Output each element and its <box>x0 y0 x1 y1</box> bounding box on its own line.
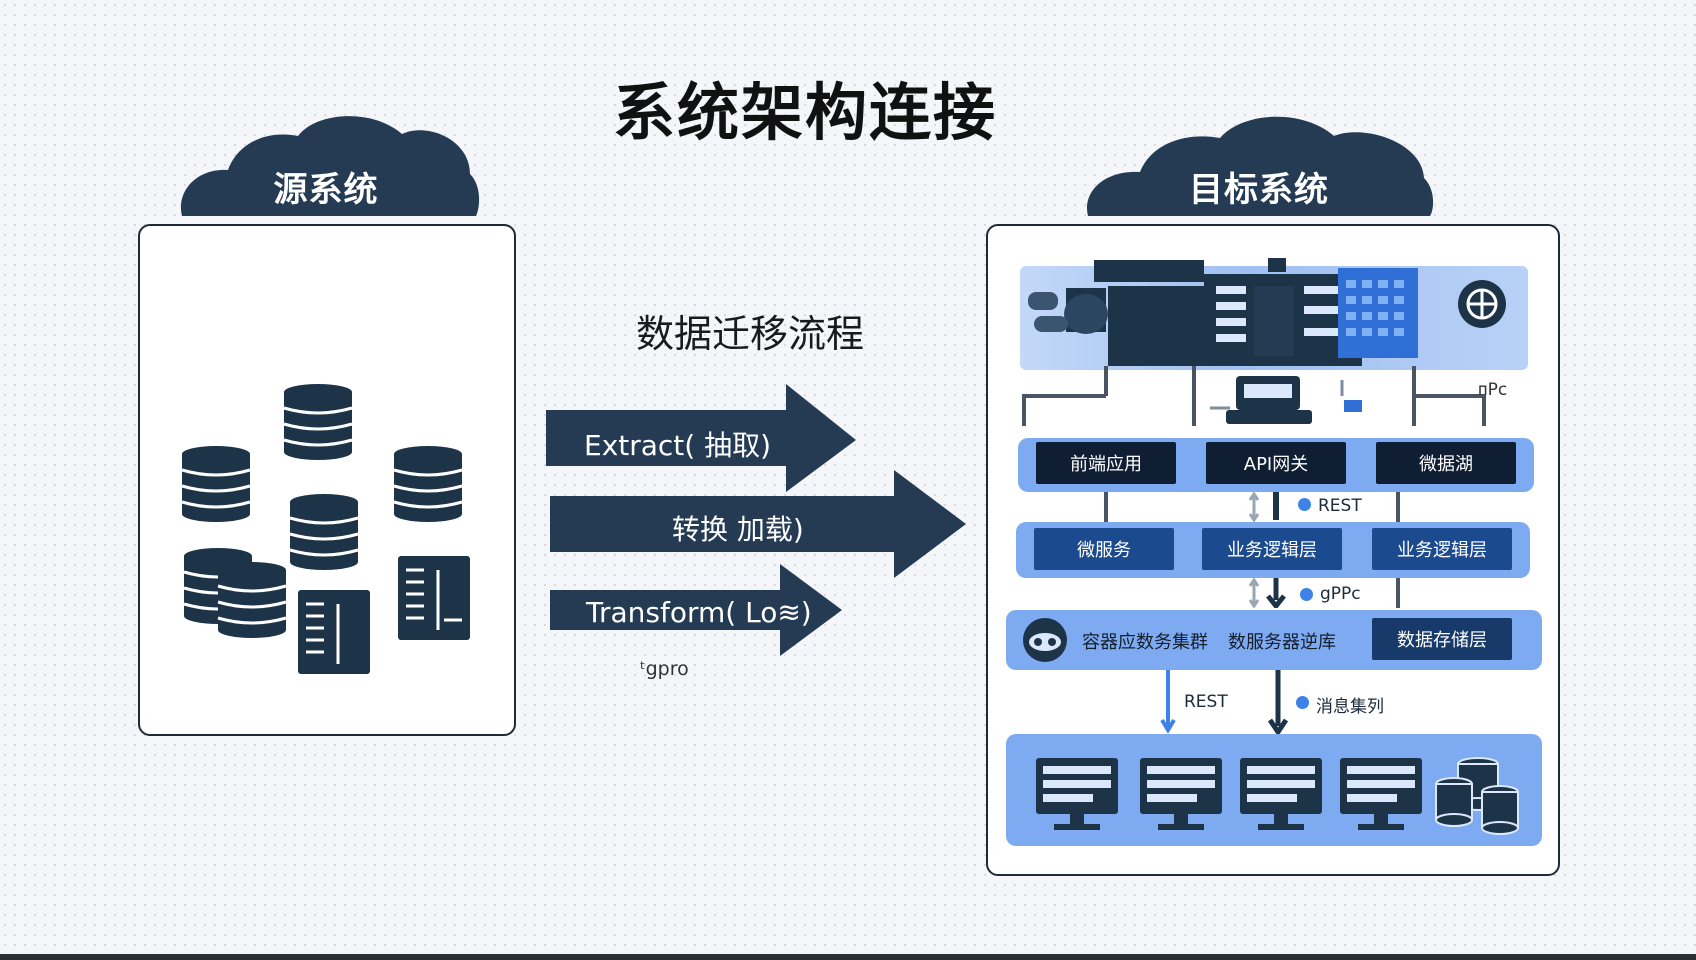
clients-icon <box>1036 757 1519 835</box>
transform-arrow <box>550 564 842 656</box>
business-logic-box-2: 业务逻辑层 <box>1372 528 1512 570</box>
flow-title: 数据迁移流程 <box>635 312 864 356</box>
footer-strip <box>0 954 1696 960</box>
flow-note: ᵗgpro <box>640 658 689 680</box>
transform-arrow-label: Transform( Lo≋) <box>586 596 812 629</box>
rest-label-2: REST <box>1184 692 1228 712</box>
message-queue-label: 消息集列 <box>1316 697 1384 717</box>
source-cloud <box>180 116 480 216</box>
grpc-label: gPPc <box>1320 584 1361 604</box>
target-label: 目标系统 <box>1189 170 1329 210</box>
source-label: 源系统 <box>273 170 379 210</box>
diagram-title: 系统架构连接 <box>612 76 997 149</box>
source-databases-icon <box>180 382 470 674</box>
servers-illustration-icon <box>1022 258 1506 426</box>
microservice-box: 微服务 <box>1034 528 1174 570</box>
container-cluster-text: 容器应数务集群 <box>1082 632 1208 653</box>
transform-load-arrow <box>550 470 966 578</box>
side-label: ᴨPc <box>1478 380 1508 400</box>
rest-label-1: REST <box>1318 496 1362 516</box>
target-cloud <box>1087 116 1434 216</box>
api-gateway-box: API网关 <box>1206 442 1346 484</box>
container-robot-icon <box>1023 618 1067 662</box>
flow-arrows <box>546 384 966 656</box>
server-repo-text: 数服务器逆库 <box>1228 632 1336 653</box>
connector-lines-1 <box>1104 492 1400 522</box>
grpc-dot <box>1300 588 1313 601</box>
extract-arrow <box>546 384 856 492</box>
rest-dot-1 <box>1298 498 1311 511</box>
connector-lines-2 <box>1248 578 1400 608</box>
frontend-app-box: 前端应用 <box>1036 442 1176 484</box>
business-logic-box-1: 业务逻辑层 <box>1202 528 1342 570</box>
transform-load-arrow-label: 转换 加载) <box>672 513 804 546</box>
connector-lines-3 <box>1160 670 1289 736</box>
data-lake-box: 微据湖 <box>1376 442 1516 484</box>
extract-arrow-label: Extract( 抽取) <box>584 429 772 462</box>
message-queue-dot <box>1296 696 1309 709</box>
data-storage-box: 数据存储层 <box>1372 618 1512 660</box>
